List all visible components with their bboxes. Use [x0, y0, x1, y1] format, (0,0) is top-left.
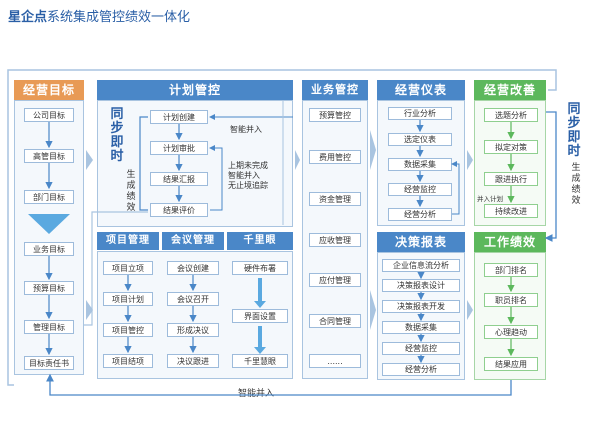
biz-goal-item: 高管目标 [24, 149, 74, 163]
dashboard-loop [451, 161, 460, 215]
bottom-note: 智能并入 [238, 389, 275, 399]
qianli-item: 硬件布署 [232, 261, 288, 275]
improve-item: 选题分析 [484, 108, 538, 122]
biz-goal-item: 部门目标 [24, 190, 74, 204]
business-item: 资金管理 [309, 192, 361, 206]
decision-item: 经营监控 [382, 342, 460, 355]
biz-goal-item: 管理目标 [24, 320, 74, 334]
meeting-header: 会议管理 [162, 232, 224, 250]
title-brand: 星企点 [8, 10, 48, 25]
business-item: 合同管理 [309, 314, 361, 328]
qianli-item: 界面设置 [232, 309, 288, 323]
page-title: 星企点系统集成管控绩效一体化 [8, 6, 190, 25]
plan-header: 计划管控 [97, 80, 293, 100]
decision-item: 经营分析 [382, 363, 460, 376]
bottom-loop [46, 373, 512, 396]
performance-item: 职员排名 [484, 293, 538, 307]
plan-bracket [139, 116, 148, 211]
project-header: 项目管理 [97, 232, 159, 250]
performance-item: 结果应用 [484, 357, 538, 371]
improve-item: 持续改进 [484, 204, 538, 218]
plan-note-merge: 智能并入 [230, 125, 262, 134]
goal-to-plan-line [84, 211, 148, 326]
plan-item: 计划审批 [150, 141, 208, 155]
decision-item: 数据采集 [382, 321, 460, 334]
performance-item: 部门排名 [484, 263, 538, 277]
biz-goal-item: 公司目标 [24, 108, 74, 122]
plan-loop-right [209, 145, 223, 211]
plan-sync-big: 同步即时 [110, 107, 124, 164]
business-item: 应收管理 [309, 233, 361, 247]
meeting-item: 形成决议 [167, 323, 219, 337]
project-item: 项目计划 [103, 292, 153, 306]
right-sync-big: 同步即时 [567, 102, 581, 159]
project-item: 项目立项 [103, 261, 153, 275]
improve-item: 拟定对策 [484, 140, 538, 154]
biz-goal-item: 预算目标 [24, 281, 74, 295]
flow-chevrons [86, 130, 473, 330]
decision-item: 企业信息流分析 [382, 259, 460, 272]
plan-note-track: 上期未完成 智能并入 无止境追踪 [228, 161, 268, 190]
decision-item: 决策报表设计 [382, 279, 460, 292]
business-item: 预算管控 [309, 108, 361, 122]
business-item: 应付管理 [309, 273, 361, 287]
business-item: ...... [309, 354, 361, 368]
business-item: 费用管控 [309, 150, 361, 164]
dashboard-header: 经营仪表 [377, 80, 465, 100]
dashboard-item: 经营分析 [388, 208, 452, 221]
qianli-arrows [254, 278, 266, 354]
plan-item: 结果汇报 [150, 172, 208, 186]
plan-sync-small: 生成绩效 [126, 170, 136, 213]
right-loop [544, 111, 557, 242]
meeting-item: 决议跟进 [167, 354, 219, 368]
performance-header: 工作绩效 [474, 232, 546, 252]
meeting-item: 会议创建 [167, 261, 219, 275]
title-rest: 系统集成管控绩效一体化 [47, 10, 191, 25]
top-loop [7, 69, 557, 386]
dashboard-item: 经营监控 [388, 183, 452, 196]
funnel-triangle [28, 214, 70, 234]
qianli-item: 千里慧眼 [232, 354, 288, 368]
decision-item: 决策报表开发 [382, 300, 460, 313]
dashboard-item: 数据采集 [388, 158, 452, 171]
decision-header: 决策报表 [377, 232, 465, 252]
business-header: 业务管控 [302, 80, 368, 100]
project-item: 项目结项 [103, 354, 153, 368]
right-sync-small: 生成绩效 [571, 163, 581, 206]
improve-note: 并入计划 [477, 195, 503, 203]
plan-item: 结果评价 [150, 203, 208, 217]
qianli-header: 千里眼 [227, 232, 293, 250]
biz-goal-item: 业务目标 [24, 242, 74, 256]
project-arrows [124, 275, 197, 354]
improve-header: 经营改善 [474, 80, 546, 100]
dashboard-item: 行业分析 [388, 107, 452, 120]
improve-item: 跟进执行 [484, 172, 538, 186]
project-item: 项目管控 [103, 323, 153, 337]
biz-goal-header: 经营目标 [14, 80, 84, 100]
dashboard-item: 选定仪表 [388, 133, 452, 146]
biz-goal-item: 目标责任书 [24, 356, 74, 370]
performance-item: 心理趋动 [484, 325, 538, 339]
plan-item: 计划创建 [150, 110, 208, 124]
meeting-item: 会议召开 [167, 292, 219, 306]
